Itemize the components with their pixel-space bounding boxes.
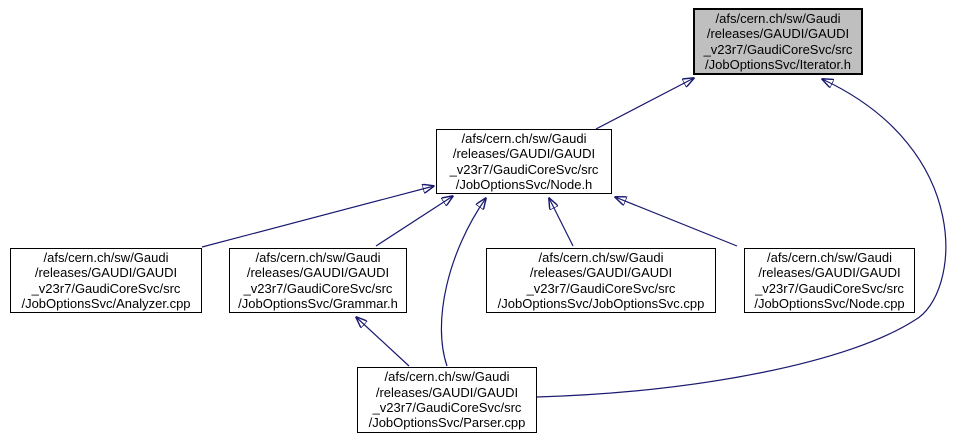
edge-grammar-h-to-node-h	[375, 196, 453, 247]
edge-parser-cpp-to-grammar-h	[356, 317, 410, 367]
node-label: /afs/cern.ch/sw/Gaudi /releases/GAUDI/GA…	[238, 249, 398, 311]
edge-analyzer-cpp-to-node-h	[201, 186, 434, 248]
node-label: /afs/cern.ch/sw/Gaudi /releases/GAUDI/GA…	[449, 130, 599, 192]
graph-node-joboptionssvc-cpp[interactable]: /afs/cern.ch/sw/Gaudi /releases/GAUDI/GA…	[486, 248, 716, 313]
graph-node-node-cpp[interactable]: /afs/cern.ch/sw/Gaudi /releases/GAUDI/GA…	[744, 248, 915, 313]
edge-node-cpp-to-node-h	[615, 197, 738, 247]
edge-parser-cpp-to-iterator-h	[536, 79, 947, 398]
edge-joboptionssvc-cpp-to-node-h	[549, 198, 574, 247]
graph-node-parser-cpp[interactable]: /afs/cern.ch/sw/Gaudi /releases/GAUDI/GA…	[357, 367, 537, 433]
graph-node-iterator-h: /afs/cern.ch/sw/Gaudi /releases/GAUDI/GA…	[693, 8, 863, 75]
node-label: /afs/cern.ch/sw/Gaudi /releases/GAUDI/GA…	[368, 369, 526, 431]
node-label: /afs/cern.ch/sw/Gaudi /releases/GAUDI/GA…	[703, 10, 853, 72]
node-label: /afs/cern.ch/sw/Gaudi /releases/GAUDI/GA…	[21, 249, 191, 311]
graph-node-analyzer-cpp[interactable]: /afs/cern.ch/sw/Gaudi /releases/GAUDI/GA…	[10, 248, 202, 313]
edge-node-h-to-iterator-h	[595, 78, 694, 130]
node-label: /afs/cern.ch/sw/Gaudi /releases/GAUDI/GA…	[754, 249, 905, 311]
node-label: /afs/cern.ch/sw/Gaudi /releases/GAUDI/GA…	[497, 249, 705, 311]
edge-parser-cpp-to-node-h	[440, 198, 486, 367]
graph-node-grammar-h[interactable]: /afs/cern.ch/sw/Gaudi /releases/GAUDI/GA…	[229, 248, 407, 313]
graph-node-node-h[interactable]: /afs/cern.ch/sw/Gaudi /releases/GAUDI/GA…	[436, 129, 612, 194]
